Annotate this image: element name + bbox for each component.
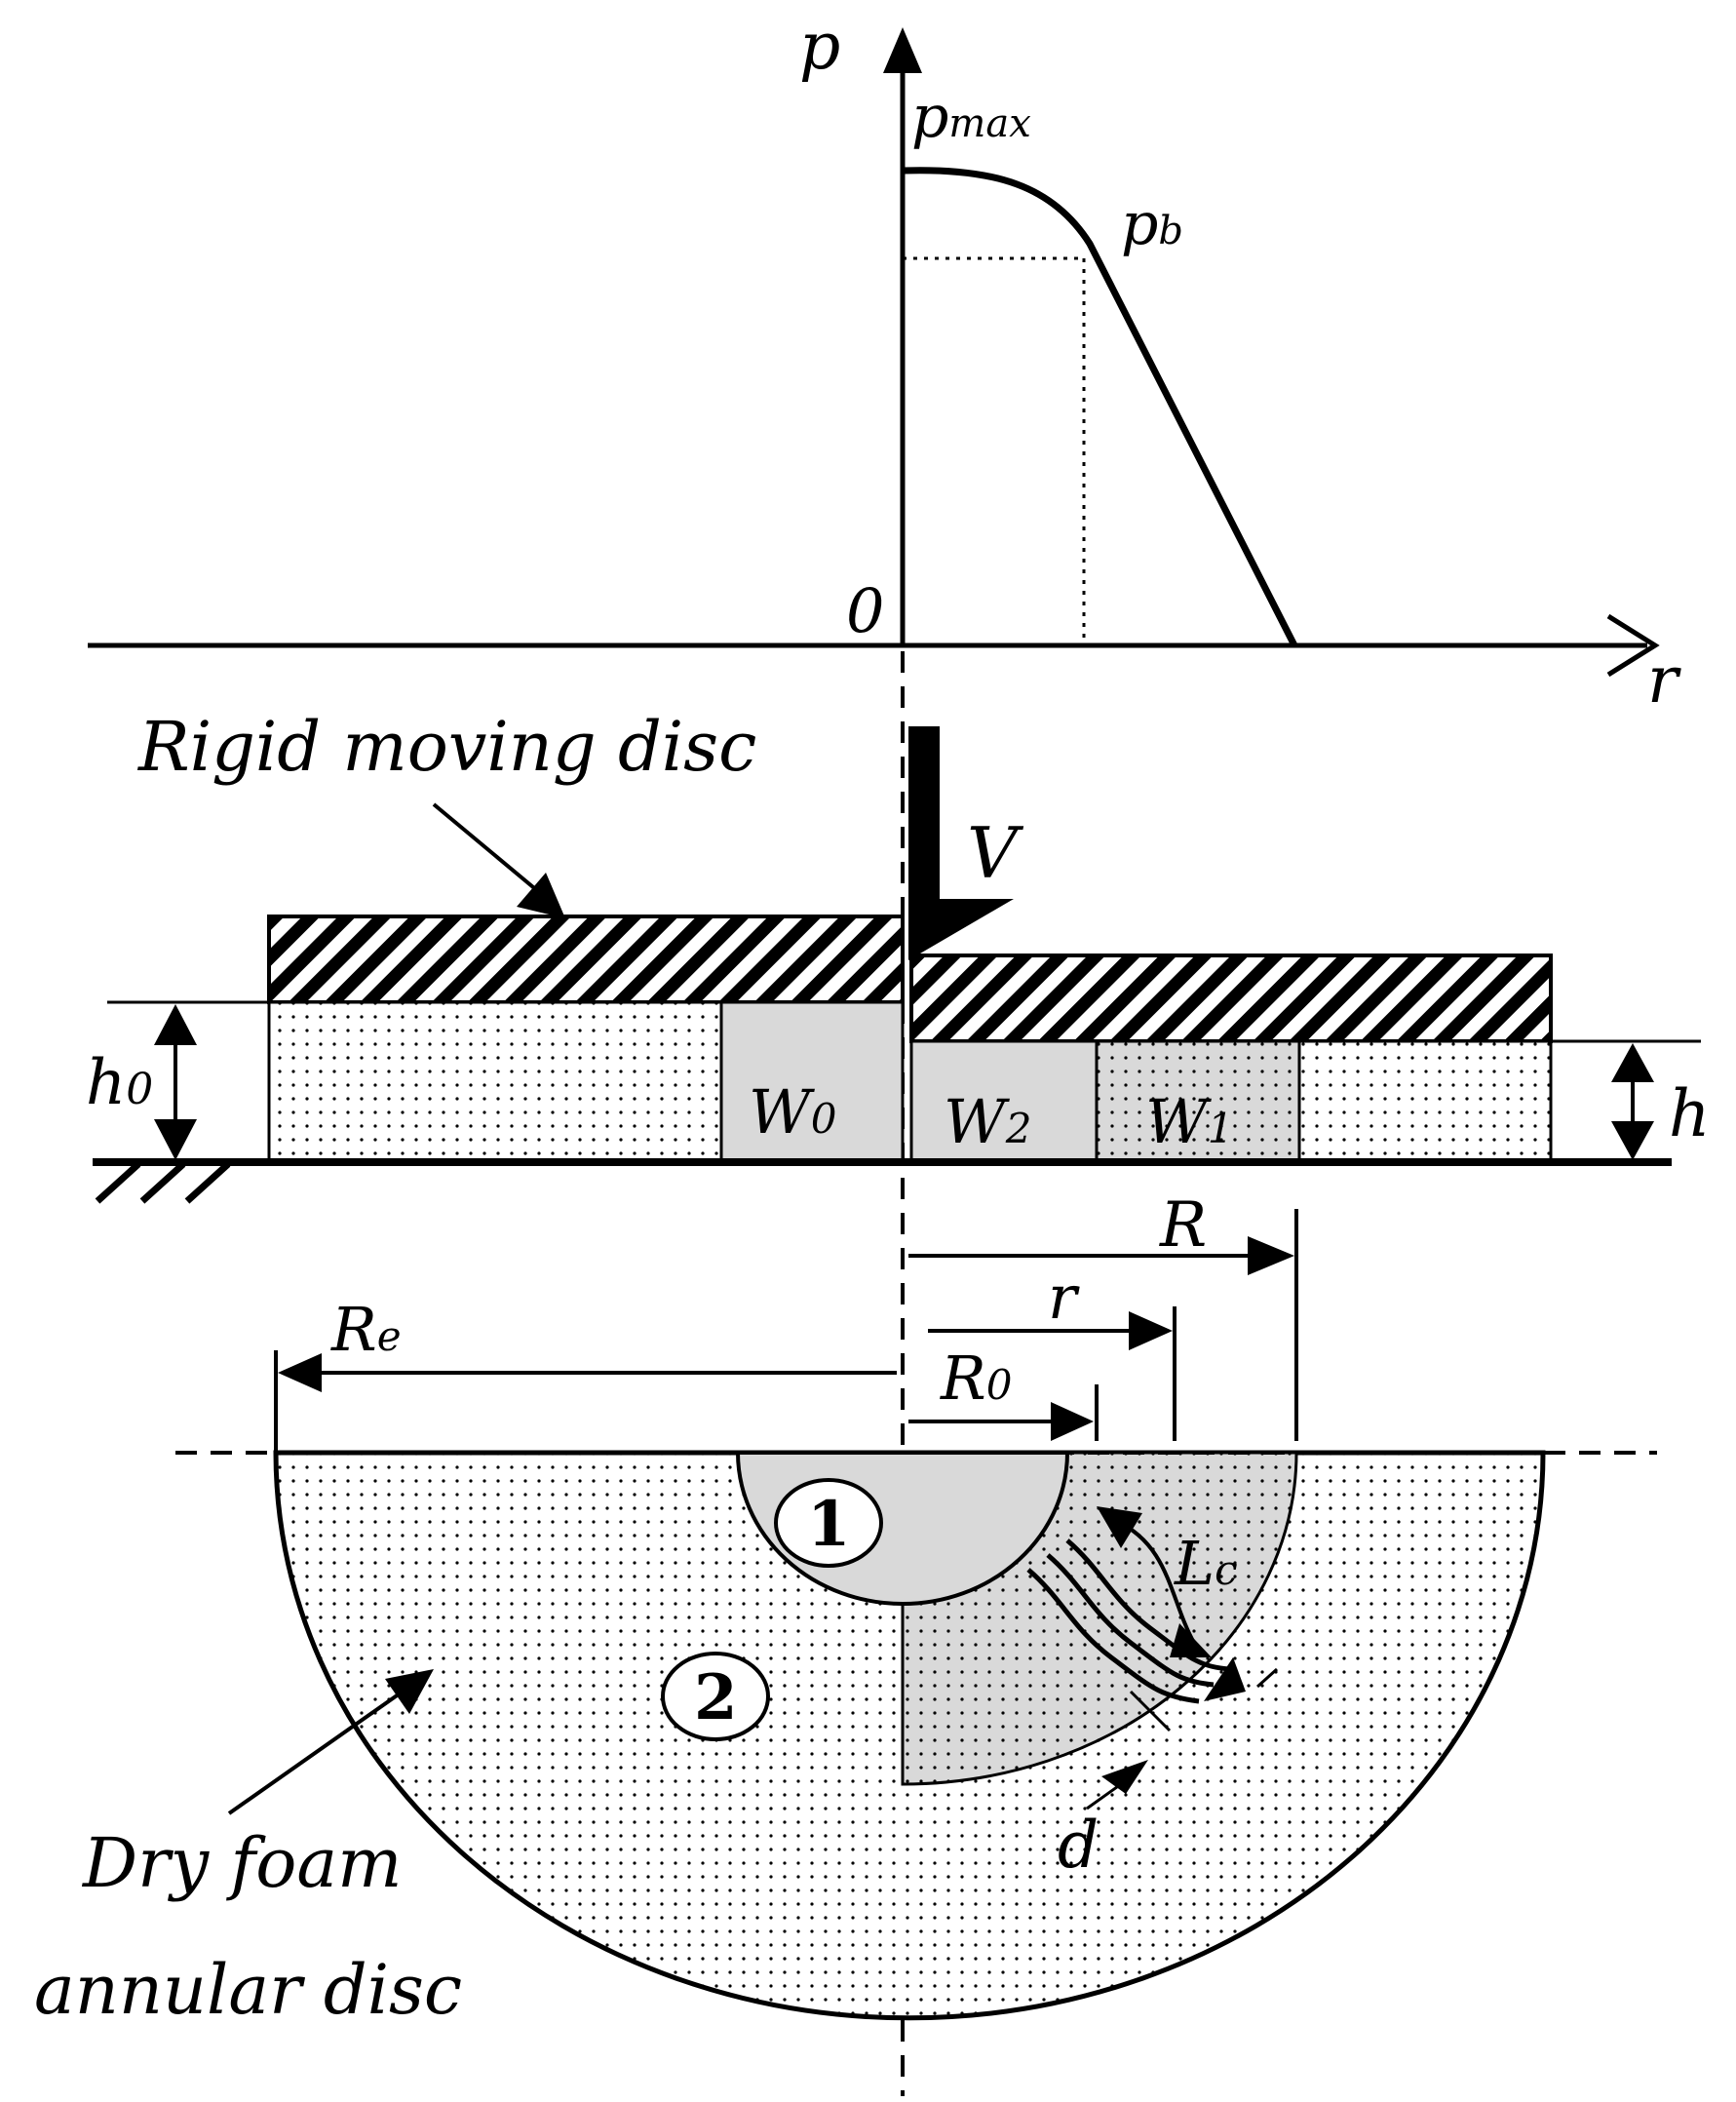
d-arrow-lower — [1101, 1760, 1148, 1794]
dry-foam-label-line2: annular disc — [34, 1950, 462, 2030]
d-extension-line-1 — [1129, 1690, 1172, 1732]
velocity-arrow-shaft — [908, 726, 940, 907]
Lc-arrow-bottom — [1170, 1623, 1212, 1657]
rigid-disc-left — [267, 915, 905, 1004]
pressure-graph: p r 0 pmax pb — [88, 9, 1681, 718]
w1-region — [1095, 1039, 1301, 1162]
ground-hatch-2 — [139, 1161, 186, 1204]
R0-label: R0 — [940, 1343, 1012, 1414]
R-label: R — [1159, 1189, 1207, 1262]
r-axis-label: r — [1647, 642, 1681, 718]
foam-left — [267, 1000, 723, 1162]
Re-label: Re — [330, 1294, 402, 1365]
w0-label: W0 — [749, 1076, 836, 1148]
h-label: h — [1669, 1076, 1711, 1151]
w2-label: W2 — [944, 1086, 1031, 1157]
p-axis-arrowhead — [883, 27, 922, 73]
region-1-label: 1 — [807, 1488, 851, 1561]
dry-foam-leader-arrow — [385, 1669, 434, 1714]
h-arrow-down — [1611, 1121, 1654, 1160]
pmax-label: pmax — [911, 83, 1031, 151]
h0-arrow-down — [154, 1119, 197, 1160]
d-leader — [1086, 1782, 1122, 1810]
rigid-disc-leader-arrow — [517, 873, 565, 918]
Lc-dimension-arc — [1115, 1519, 1196, 1644]
h-arrow-up — [1611, 1043, 1654, 1082]
velocity-arrow-head — [908, 899, 1014, 960]
r-label: r — [1048, 1262, 1080, 1333]
region-1-marker — [774, 1478, 883, 1568]
r-arrow — [1129, 1311, 1173, 1350]
rigid-disc-right — [909, 954, 1553, 1043]
R0-arrow — [1051, 1402, 1094, 1441]
Lc-arrow-top — [1097, 1506, 1142, 1548]
region-2-label: 2 — [694, 1661, 738, 1734]
origin-label: 0 — [846, 575, 884, 646]
pb-label: pb — [1121, 190, 1183, 258]
d-dimension-line — [1255, 1667, 1279, 1689]
velocity-label: V — [967, 812, 1024, 894]
d-label: d — [1058, 1808, 1099, 1883]
w0-region — [719, 1000, 905, 1162]
side-section: V W0 W2 W1 h0 — [86, 707, 1711, 1204]
foam-right — [1297, 1039, 1553, 1162]
p-axis-label: p — [799, 9, 840, 84]
rigid-disc-leader — [432, 802, 553, 904]
crack-channel — [1026, 1538, 1231, 1704]
dry-foam-label-line1: Dry foam — [81, 1823, 403, 1903]
r-axis-arrowhead — [1606, 613, 1660, 678]
plan-view: 1 2 R r R0 Re Lc — [34, 1189, 1657, 2030]
w1-label: W1 — [1145, 1086, 1233, 1157]
Re-arrow — [278, 1353, 322, 1392]
rigid-disc-label: Rigid moving disc — [136, 707, 756, 787]
ground-hatch-1 — [95, 1161, 141, 1204]
ground-hatch-3 — [184, 1161, 231, 1204]
h0-arrow-up — [154, 1004, 197, 1045]
h0-label: h0 — [86, 1047, 153, 1119]
region-2-marker — [661, 1652, 770, 1741]
dry-foam-leader — [227, 1685, 411, 1815]
R-arrow — [1248, 1236, 1294, 1275]
Lc-label: Lc — [1174, 1528, 1238, 1599]
pressure-curve — [902, 167, 1298, 647]
d-arrow-upper — [1204, 1657, 1246, 1701]
